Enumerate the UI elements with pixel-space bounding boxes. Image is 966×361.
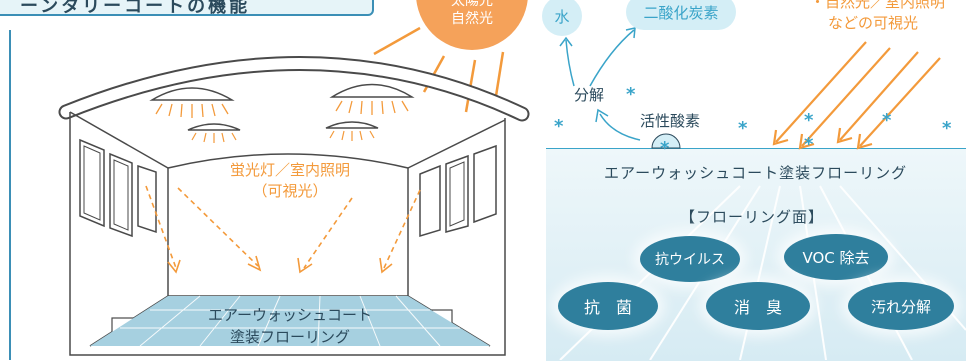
svg-text:*: *	[804, 134, 814, 155]
floor-title: エアーウォッシュコート塗装フローリング	[604, 164, 908, 182]
effect-voc: VOC 除去	[784, 234, 888, 280]
photocatalyst-dome	[651, 133, 681, 149]
active-oxygen-label: 活性酸素	[640, 112, 701, 130]
co2-label: 二酸化炭素	[643, 3, 719, 22]
decompose-arrows	[559, 27, 641, 141]
title-box	[0, 0, 374, 16]
svg-text:*: *	[882, 110, 892, 131]
visible-light-line2: などの可視光	[828, 14, 919, 32]
effect-antibacterial: 抗 菌	[558, 282, 658, 330]
effect-antibacterial-label: 抗 菌	[583, 298, 632, 317]
effect-antivirus-label: 抗ウイルス	[655, 252, 725, 268]
windows-right	[419, 144, 497, 238]
light-arrows	[145, 185, 421, 269]
svg-text:*: *	[554, 116, 564, 137]
windows-left	[79, 138, 157, 238]
floor-label-line2: 塗装フローリング	[229, 328, 350, 346]
effect-antivirus: 抗ウイルス	[640, 236, 740, 282]
left-panel: ーンタリーコートの機能 太陽光 自然光 蛍光灯／室内照明 （可視光） エアーウォ…	[0, 0, 530, 360]
indoor-light-line1: 蛍光灯／室内照明	[229, 161, 350, 179]
room-outline	[69, 111, 506, 356]
effect-deodorize: 消 臭	[706, 282, 810, 330]
sun-label-line1: 太陽光	[451, 0, 493, 9]
visible-light-line1: ・自然光／室内照明	[810, 0, 946, 11]
svg-text:*: *	[804, 110, 814, 131]
svg-text:*: *	[738, 118, 748, 139]
reaction-diagram: * * * * * * * *	[554, 27, 966, 360]
sun	[416, 0, 528, 50]
co2-bubble: 二酸化炭素	[626, 0, 736, 30]
floor-label: エアーウォッシュコート 塗装フローリング	[170, 304, 410, 348]
sun-label: 太陽光 自然光	[432, 0, 512, 28]
water-label: 水	[554, 7, 570, 26]
effect-deodorize-label: 消 臭	[733, 298, 782, 317]
indoor-light-label: 蛍光灯／室内照明 （可視光）	[190, 160, 390, 202]
water-bubble: 水	[542, 0, 582, 36]
indoor-light-line2: （可視光）	[252, 182, 328, 200]
svg-text:*: *	[626, 84, 636, 105]
effect-voc-label: VOC 除去	[802, 248, 870, 267]
visible-light-arrows	[772, 41, 941, 150]
floor-surface-label: 【フローリング面】	[680, 208, 825, 226]
visible-light-label: ・自然光／室内照明 などの可視光	[810, 0, 966, 34]
page-title: ーンタリーコートの機能	[20, 0, 251, 17]
svg-text:*: *	[660, 138, 670, 159]
effect-dirt-decompose-label: 汚れ分解	[870, 297, 931, 316]
active-oxygen-stars: * * * * * * * *	[554, 84, 952, 159]
svg-text:*: *	[942, 118, 952, 139]
ceiling-lights	[149, 83, 415, 143]
right-panel: * * * * * * * * 水 二酸化炭素 ・自然光／室内照明 などの可視光…	[540, 0, 966, 361]
floor	[90, 296, 490, 346]
room-illustration	[9, 0, 530, 360]
floor-label-line1: エアーウォッシュコート	[207, 306, 373, 324]
decompose-label: 分解	[574, 86, 605, 104]
effect-dirt-decompose: 汚れ分解	[848, 282, 954, 330]
sun-label-line2: 自然光	[451, 11, 493, 27]
